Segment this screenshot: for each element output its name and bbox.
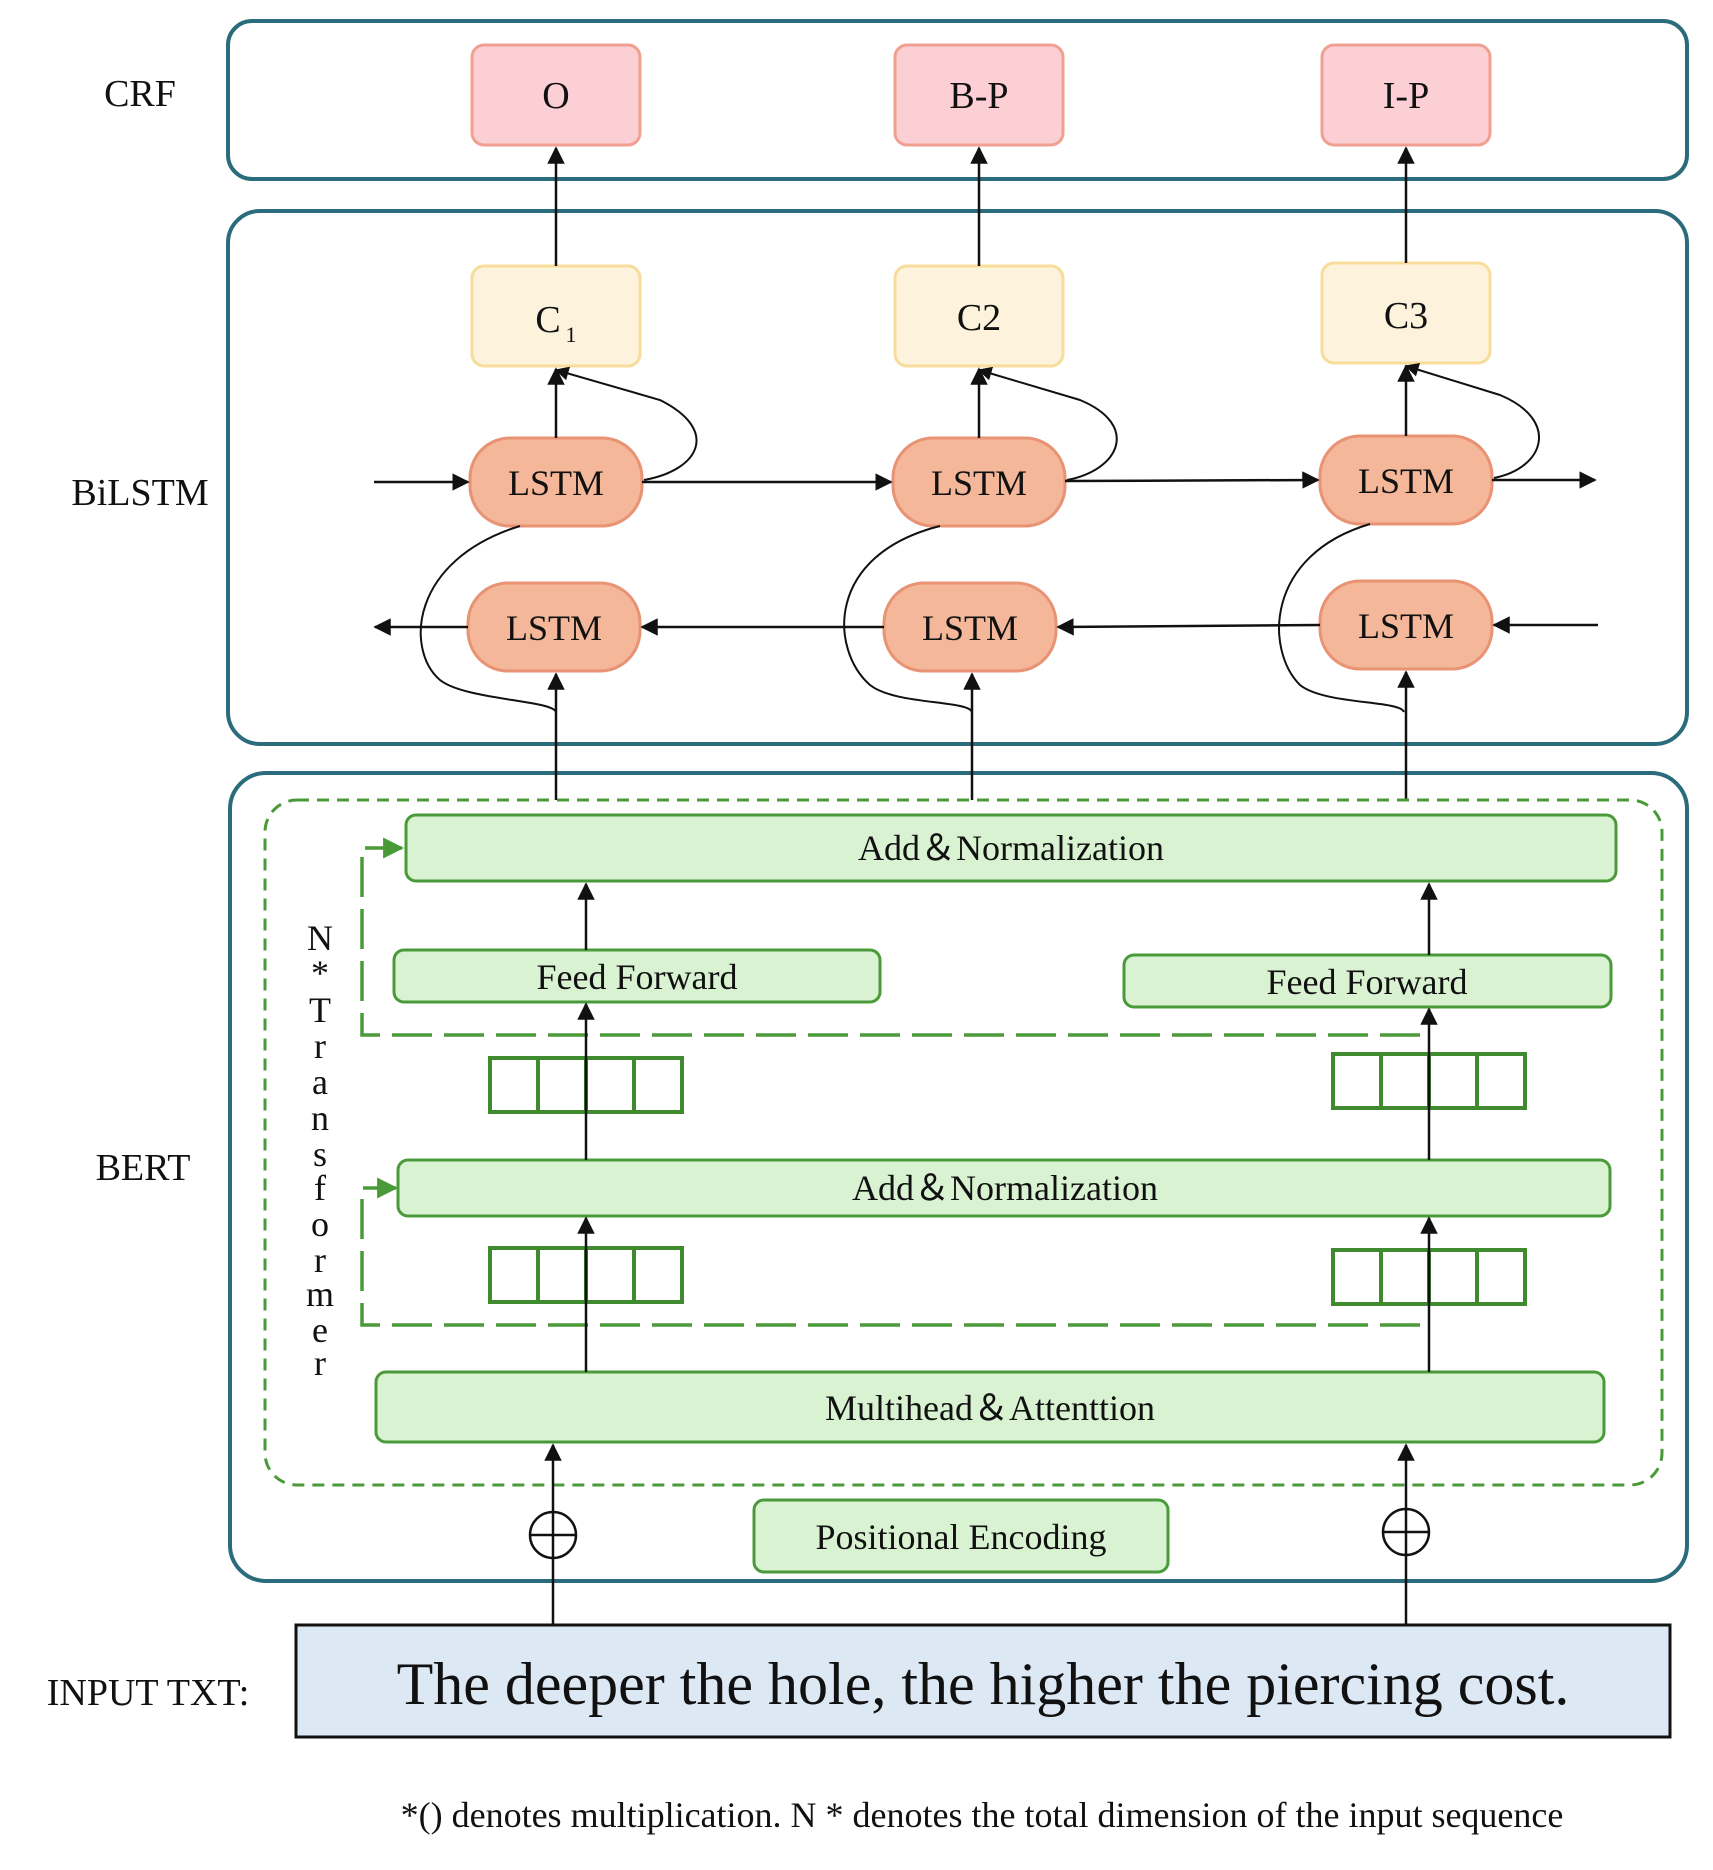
- transformer-letter: s: [313, 1134, 327, 1174]
- transformer-letter: r: [314, 1026, 326, 1066]
- bert-frame: [228, 771, 1689, 1583]
- add-norm-middle: Add＆Normalization: [396, 1158, 1612, 1218]
- lstm-forward-1: LSTM: [468, 436, 644, 528]
- crf-frame: [226, 19, 1689, 181]
- positional-encoding: Positional Encoding: [752, 1498, 1170, 1574]
- lstm-label: LSTM: [931, 463, 1027, 503]
- crf-tag-label: I-P: [1383, 75, 1429, 117]
- transformer-letter: T: [309, 990, 331, 1030]
- crf-tag-ip: I-P: [1320, 43, 1492, 147]
- add-norm-middle-label: Add＆Normalization: [852, 1168, 1158, 1208]
- crf-tag-o: O: [470, 43, 642, 147]
- input-section-label: INPUT TXT:: [47, 1672, 250, 1714]
- transformer-letter: N: [307, 918, 333, 958]
- transformer-letter: o: [311, 1204, 329, 1244]
- bilstm-frame: [226, 209, 1689, 746]
- add-norm-top-label: Add＆Normalization: [858, 828, 1164, 868]
- transformer-letter: *: [311, 953, 329, 993]
- residual-connection-bottom: [360, 1177, 1420, 1327]
- transformer-letter: n: [311, 1098, 329, 1138]
- add-operator-left-icon: [528, 1510, 578, 1560]
- cell-c3-label: C3: [1384, 295, 1428, 337]
- residual-connection-top: [360, 837, 1420, 1037]
- lstm-label: LSTM: [1358, 461, 1454, 501]
- lstm-backward-3: LSTM: [1318, 579, 1494, 671]
- transformer-letter: e: [312, 1310, 328, 1350]
- input-sentence: The deeper the hole, the higher the pier…: [397, 1651, 1570, 1717]
- crf-section-label: CRF: [104, 73, 176, 115]
- transformer-vertical-label: N * T r a n s f o r m e r: [306, 918, 334, 1383]
- multihead-attention-label: Multihead＆Attenttion: [825, 1388, 1155, 1428]
- lstm-forward-3: LSTM: [1318, 434, 1494, 526]
- lstm-to-cell-arrows: [547, 364, 1415, 438]
- input-to-attention-arrows: [544, 1443, 1415, 1625]
- transformer-letter: r: [314, 1240, 326, 1280]
- positional-encoding-label: Positional Encoding: [816, 1517, 1107, 1557]
- backward-to-cell-curves: [419, 363, 1540, 713]
- transformer-letter: m: [306, 1274, 334, 1314]
- transformer-letter: f: [314, 1168, 326, 1208]
- add-norm-top: Add＆Normalization: [404, 813, 1618, 883]
- bilstm-section-label: BiLSTM: [71, 472, 208, 514]
- lstm-label: LSTM: [508, 463, 604, 503]
- lstm-label: LSTM: [1358, 606, 1454, 646]
- feed-forward-right-label: Feed Forward: [1267, 962, 1468, 1002]
- bert-to-lstm-arrows: [547, 670, 1415, 800]
- cell-c1-label: C: [535, 299, 560, 341]
- transformer-letter: a: [312, 1062, 328, 1102]
- cell-c1: C 1: [470, 264, 642, 368]
- feed-forward-left-label: Feed Forward: [537, 957, 738, 997]
- lstm-backward-2: LSTM: [882, 581, 1058, 673]
- crf-tag-bp: B-P: [893, 43, 1065, 147]
- multihead-attention: Multihead＆Attenttion: [374, 1370, 1606, 1444]
- lstm-label: LSTM: [506, 608, 602, 648]
- crf-tag-label: B-P: [949, 75, 1008, 117]
- cell-c1-subscript: 1: [566, 322, 577, 347]
- transformer-letter: r: [314, 1343, 326, 1383]
- crf-tag-label: O: [542, 75, 569, 117]
- bert-section-label: BERT: [96, 1147, 191, 1189]
- lstm-forward-2: LSTM: [891, 436, 1067, 528]
- feed-forward-right: Feed Forward: [1122, 953, 1613, 1009]
- cell-c3: C3: [1320, 261, 1492, 365]
- forward-flow-arrows: [374, 471, 1597, 491]
- input-text-box: The deeper the hole, the higher the pier…: [294, 1623, 1672, 1739]
- bert-internal-arrows: [577, 882, 1438, 1372]
- lstm-label: LSTM: [922, 608, 1018, 648]
- lstm-backward-1: LSTM: [466, 581, 642, 673]
- cell-c2: C2: [893, 264, 1065, 368]
- transformer-dashed-frame: [263, 798, 1664, 1487]
- feed-forward-left: Feed Forward: [392, 948, 882, 1004]
- cell-c2-label: C2: [957, 297, 1001, 339]
- footnote: *() denotes multiplication. N * denotes …: [401, 1795, 1564, 1835]
- add-operator-right-icon: [1381, 1507, 1431, 1557]
